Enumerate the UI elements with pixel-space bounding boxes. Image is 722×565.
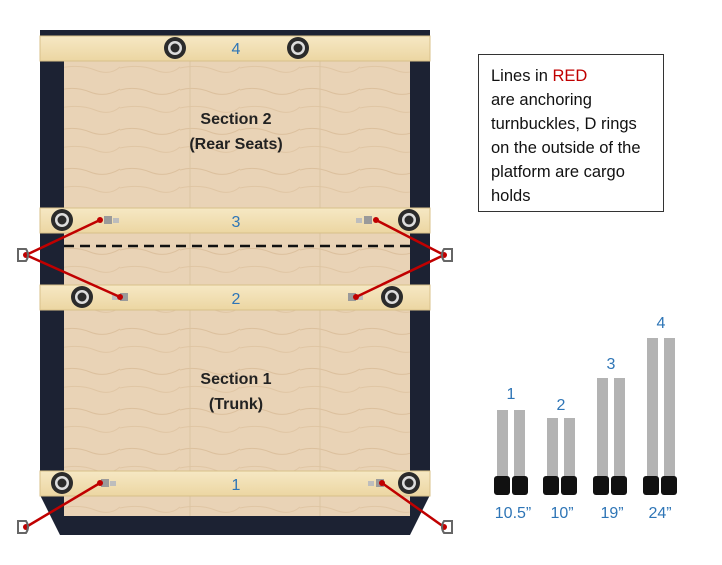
legend-note: Lines in RED are anchoring turnbuckles, …	[478, 54, 664, 212]
plank-1-label: 1	[232, 477, 241, 494]
leg-1-number: 1	[507, 386, 516, 403]
leg-pair-2	[543, 418, 577, 495]
turnbuckle-lines	[25, 218, 445, 529]
plank-2	[39, 284, 431, 311]
plank-4-label: 4	[232, 41, 241, 58]
section-1-subtitle: (Trunk)	[209, 396, 263, 413]
leg-3-height: 19”	[600, 505, 623, 522]
leg-pair-3	[593, 378, 627, 495]
leg-3-number: 3	[607, 356, 616, 373]
leg-2-number: 2	[557, 397, 566, 414]
section-2-title: Section 2	[200, 111, 271, 128]
leg-2-height: 10”	[550, 505, 573, 522]
note-body: are anchoring turnbuckles, D rings on th…	[491, 91, 641, 205]
leg-pair-1	[494, 410, 528, 495]
plywood-platform	[64, 46, 410, 516]
d-ring-icon	[51, 37, 420, 494]
plank-2-label: 2	[232, 291, 241, 308]
leg-pair-4	[643, 338, 677, 495]
leg-1-height: 10.5”	[495, 505, 531, 522]
plank-3-label: 3	[232, 214, 241, 231]
note-prefix: Lines in	[491, 67, 553, 85]
cargo-d-ring-icon	[17, 248, 453, 534]
leg-4-height: 24”	[648, 505, 671, 522]
section-2-subtitle: (Rear Seats)	[189, 136, 282, 153]
plank-4	[39, 35, 431, 62]
note-red-word: RED	[552, 67, 588, 85]
leg-4-number: 4	[657, 315, 666, 332]
section-1-title: Section 1	[200, 371, 271, 388]
